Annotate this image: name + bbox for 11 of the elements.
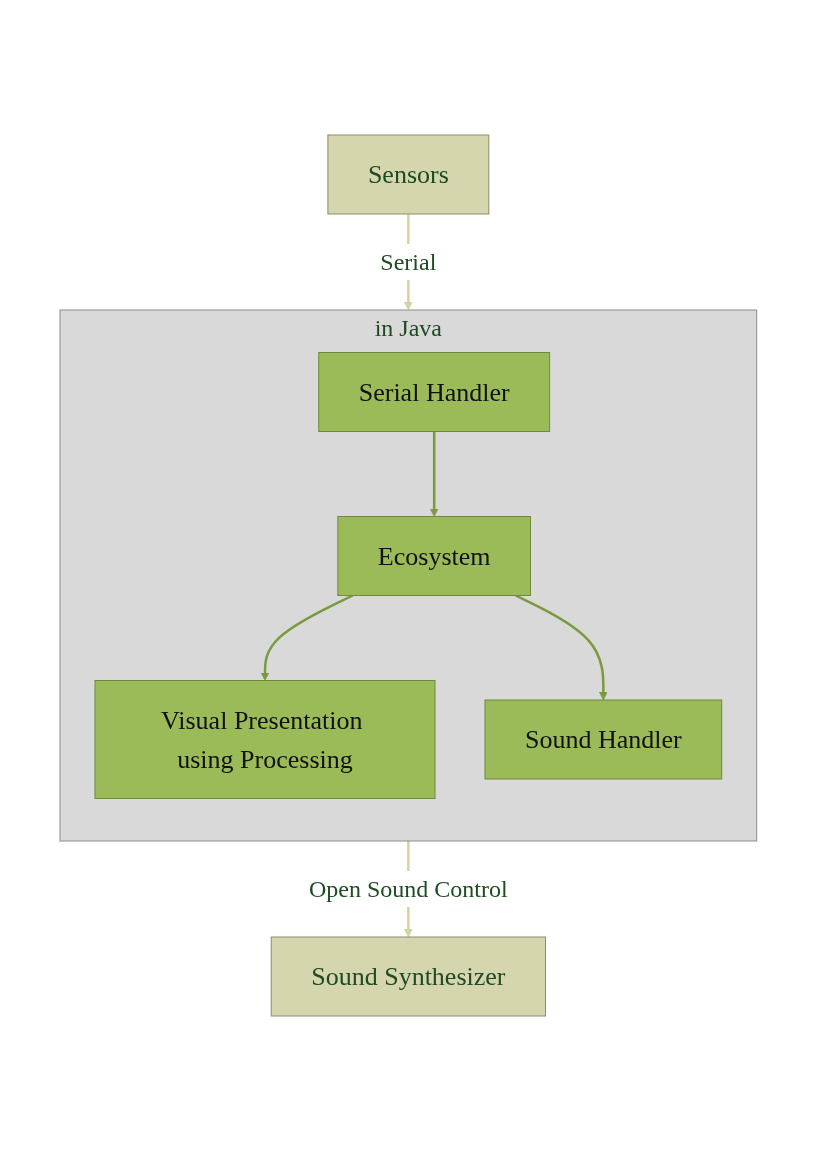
edge-label: Open Sound Control <box>309 876 508 902</box>
arrow <box>515 594 608 701</box>
node-box: Serial Handler <box>318 352 551 432</box>
edge-label: Serial <box>380 249 437 275</box>
node-box: Sound Handler <box>484 699 723 780</box>
node-box: Ecosystem <box>337 516 532 596</box>
node-box: Sensors <box>327 134 490 215</box>
node-box: Visual Presentation using Processing <box>94 680 436 799</box>
node-box: Sound Synthesizer <box>270 936 547 1017</box>
arrow <box>260 594 354 681</box>
arrow <box>429 431 439 517</box>
